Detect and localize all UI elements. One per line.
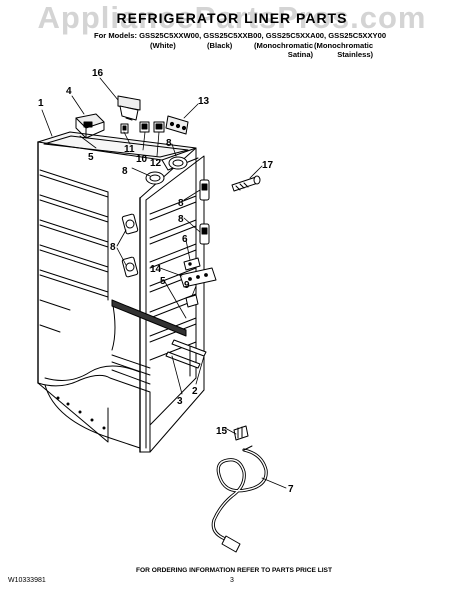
part-17-sensor: [231, 175, 261, 192]
page-number: 3: [230, 577, 234, 584]
callout-5: 5: [160, 276, 166, 287]
callout-14: 14: [150, 264, 162, 275]
part-13-housing: [165, 115, 189, 135]
finish-line: (Black): [207, 41, 233, 50]
leader-lines: [41, 77, 287, 489]
callout-8: 8: [178, 214, 184, 225]
finish-black: (Black): [207, 41, 232, 50]
watermark-text: AppliancePartsPros.com: [37, 0, 427, 35]
finish-stainless: (Monochromatic Stainless): [314, 41, 373, 59]
callout-7: 7: [288, 484, 294, 495]
part-16-bracket: [117, 95, 141, 121]
finish-line: (Monochromatic: [314, 41, 374, 50]
callout-11: 11: [124, 144, 135, 155]
callout-16: 16: [92, 68, 104, 79]
light-sockets: [145, 156, 188, 185]
callout-12: 12: [150, 158, 162, 169]
part-15-fitting: [233, 425, 249, 441]
callout-8: 8: [166, 138, 172, 149]
callout-9: 9: [184, 280, 190, 291]
model-list: For Models: GSS25C5XXW00, GSS25C5XXB00, …: [94, 31, 387, 40]
callout-2: 2: [192, 386, 198, 397]
finish-line: Stainless): [337, 50, 374, 59]
finish-satina: (Monochromatic Satina): [254, 41, 313, 59]
callout-13: 13: [198, 96, 210, 107]
finish-white: (White): [150, 41, 176, 50]
ordering-info: FOR ORDERING INFORMATION REFER TO PARTS …: [136, 567, 332, 574]
part-4-bracket: [75, 113, 105, 139]
finish-line: (White): [150, 41, 176, 50]
callout-6: 6: [182, 234, 188, 245]
page-title: REFRIGERATOR LINER PARTS: [116, 10, 348, 26]
callout-15: 15: [216, 426, 228, 437]
callout-17: 17: [262, 160, 274, 171]
small-switches: [120, 121, 165, 134]
document-number: W10333981: [8, 577, 46, 584]
part-9-clip: [185, 294, 199, 308]
part-14-bracket: [179, 267, 217, 288]
callout-8: 8: [122, 166, 128, 177]
callout-10: 10: [136, 154, 148, 165]
callout-4: 4: [66, 86, 72, 97]
callout-numbers: 1 4 16 13 5 11 10 12 8 8 17 8 8 8 6 14 9…: [38, 68, 294, 495]
refrigerator-liner: [37, 131, 205, 453]
callout-8: 8: [178, 198, 184, 209]
callout-8: 8: [110, 242, 116, 253]
part-6-clip: [183, 257, 201, 271]
callout-5: 5: [88, 152, 94, 163]
part-7-water-tube: [211, 445, 268, 553]
finish-line: Satina): [287, 50, 314, 59]
finish-line: (Monochromatic: [254, 41, 314, 50]
callout-3: 3: [177, 396, 183, 407]
shelf-bracket-right: [199, 179, 210, 245]
shelf-bracket-left: [121, 213, 139, 278]
callout-1: 1: [38, 98, 44, 109]
